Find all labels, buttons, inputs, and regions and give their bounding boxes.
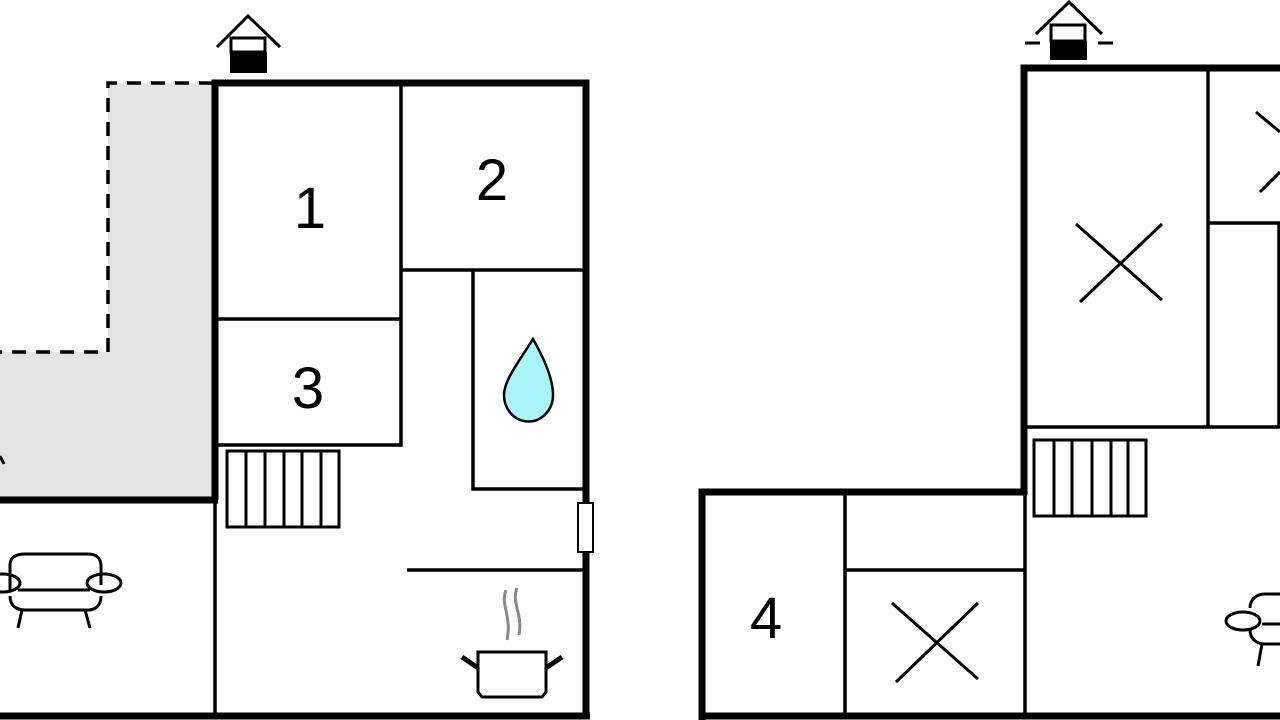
outer-wall — [1020, 64, 1280, 495]
stairs-icon — [225, 449, 341, 529]
lower-wing-wall — [698, 488, 1027, 720]
room-label-4: 4 — [750, 586, 782, 651]
room-label-2: 2 — [476, 148, 508, 213]
water-drop-icon — [502, 336, 555, 423]
sofa-icon — [0, 552, 123, 629]
terrace-area — [0, 83, 213, 500]
stairs-icon — [1032, 438, 1148, 518]
terrace-dashed-outline — [0, 81, 213, 354]
room-label-3: 3 — [292, 356, 324, 421]
cooking-pot-icon — [460, 587, 564, 699]
terrace-marker — [0, 455, 6, 465]
entrance-icon — [215, 13, 282, 73]
ground-floor-plan: 1 2 3 — [0, 13, 594, 720]
entrance-icon — [1025, 0, 1113, 60]
closet-x-icon — [891, 601, 980, 684]
room-1-walls — [215, 83, 403, 447]
window-icon — [577, 502, 594, 553]
bathroom-walls — [471, 270, 583, 491]
sofa-icon — [1224, 592, 1280, 667]
room-label-1: 1 — [294, 176, 326, 241]
closet-x-icon — [1075, 222, 1164, 304]
upper-floor-plan: 4 — [698, 0, 1280, 720]
inner-walls — [843, 68, 1280, 716]
closet-x-icon — [1255, 110, 1280, 194]
